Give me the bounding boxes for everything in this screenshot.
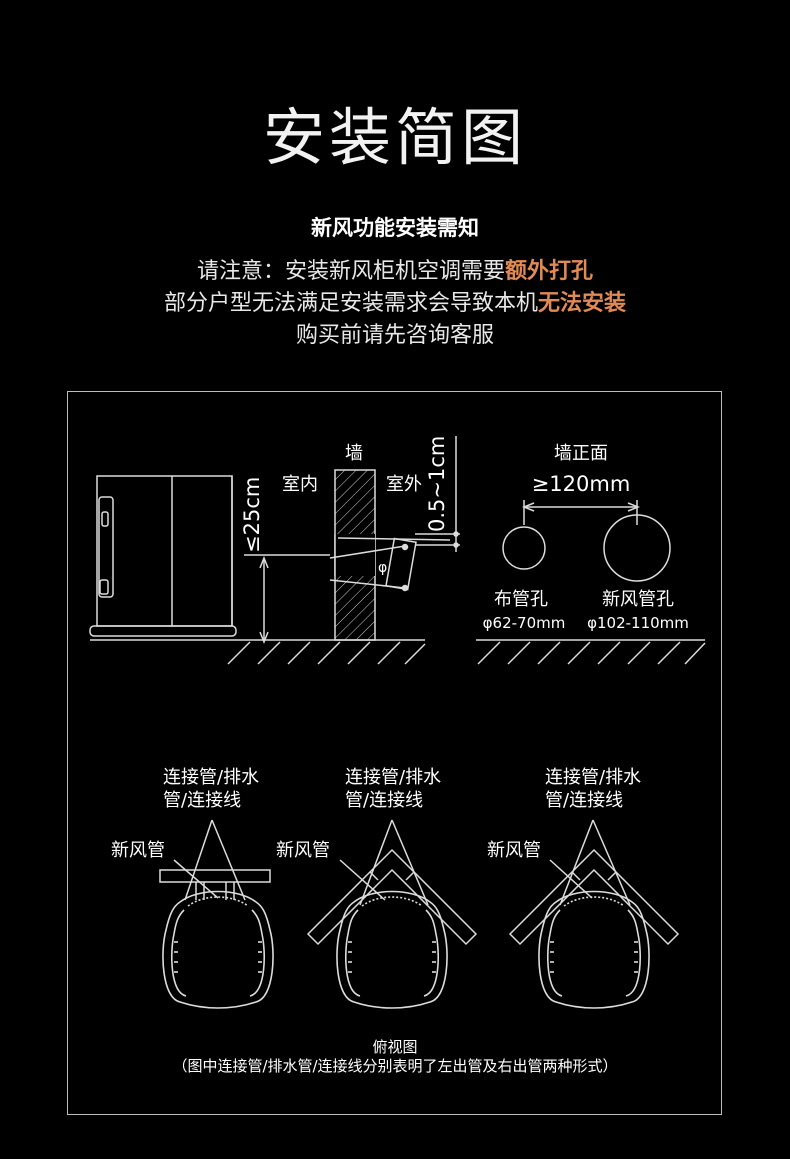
top-view-1: 连接管/排水 管/连接线 新风管: [111, 767, 274, 1009]
top-view-caption-title: 俯视图: [372, 1038, 417, 1056]
fresh-air-hole-name: 新风管孔: [602, 589, 674, 610]
outdoor-label: 室外: [386, 474, 422, 495]
front-view-title: 墙正面: [554, 443, 608, 464]
notice-line-1: 请注意：安装新风柜机空调需要额外打孔: [0, 256, 790, 288]
side-view: [89, 436, 460, 645]
top-view-2-pipe-label-2: 管/连接线: [345, 790, 423, 811]
indoor-label: 室内: [282, 474, 318, 495]
top-view-2-pipe-label-1: 连接管/排水: [345, 767, 441, 788]
floor-hatching-left: [227, 641, 426, 665]
top-view-1-pipe-label-1: 连接管/排水: [163, 767, 259, 788]
notice-line-3: 购买前请先咨询客服: [295, 323, 494, 348]
fresh-air-hole: [603, 514, 671, 582]
height-dimension-label: ≤25cm: [240, 477, 264, 553]
notice-highlight-extra-hole: 额外打孔: [505, 259, 594, 284]
piping-hole-size: φ62-70mm: [483, 614, 566, 632]
duct-sleeve: [385, 537, 417, 591]
top-view-1-pipe-label-2: 管/连接线: [163, 790, 241, 811]
front-view: [476, 500, 705, 641]
top-view-3-pipe-label-1: 连接管/排水: [545, 767, 641, 788]
top-view-1-fresh-air-label: 新风管: [111, 840, 165, 861]
notice-line-2: 部分户型无法满足安装需求会导致本机无法安装: [0, 288, 790, 320]
piping-hole: [502, 526, 546, 570]
top-view-3: 连接管/排水 管/连接线 新风管: [487, 767, 680, 1009]
piping-hole-name: 布管孔: [494, 589, 548, 610]
top-view-2-fresh-air-label: 新风管: [276, 840, 330, 861]
top-view-3-fresh-air-label: 新风管: [487, 840, 541, 861]
fresh-air-hole-size: φ102-110mm: [587, 614, 689, 632]
top-view-caption-note: （图中连接管/排水管/连接线分别表明了左出管及右出管两种形式）: [172, 1057, 617, 1075]
section-subtitle: 新风功能安装需知: [311, 216, 479, 240]
floor-hatching-right: [477, 641, 706, 665]
page-title: 安装简图: [262, 101, 527, 174]
top-view-3-pipe-label-2: 管/连接线: [545, 790, 623, 811]
slope-dimension-label: 0.5~1cm: [425, 436, 449, 532]
notice-highlight-cannot-install: 无法安装: [538, 291, 627, 316]
unit-base: [89, 625, 237, 637]
notice-line-2-text: 部分户型无法满足安装需求会导致本机: [163, 291, 538, 316]
top-view-2: 连接管/排水 管/连接线 新风管: [276, 767, 478, 1009]
notice-line-1-text: 请注意：安装新风柜机空调需要: [196, 259, 505, 284]
hole-spacing-label: ≥120mm: [532, 472, 631, 496]
indoor-unit-side: [96, 475, 233, 627]
diagram-frame: [67, 391, 722, 1115]
pipe-diameter-symbol: φ: [378, 560, 387, 576]
wall-label: 墙: [345, 443, 363, 464]
